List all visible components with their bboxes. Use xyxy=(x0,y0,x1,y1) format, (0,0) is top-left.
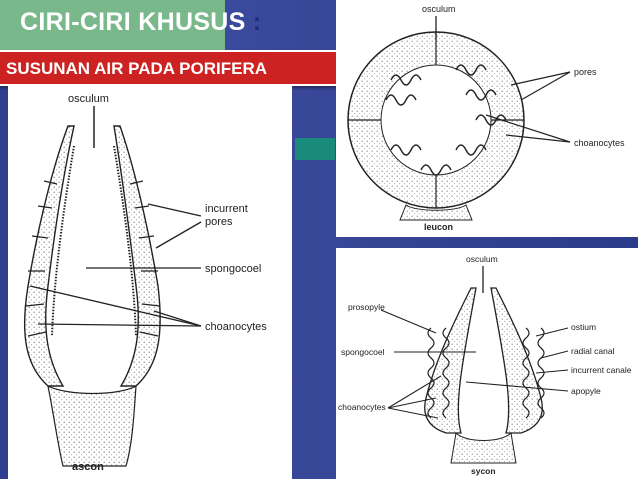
slide-title-colon: : xyxy=(252,8,262,36)
ascon-choanocytes-label: choanocytes xyxy=(205,321,267,333)
sycon-osculum-label: osculum xyxy=(466,254,498,264)
decorative-teal-bar xyxy=(295,138,335,160)
ascon-cell-lines xyxy=(25,180,161,337)
slide-subtitle: SUSUNAN AIR PADA PORIFERA xyxy=(6,59,267,78)
leucon-caption: leucon xyxy=(424,222,453,232)
slide-title: CIRI-CIRI KHUSUS : xyxy=(20,8,262,37)
sycon-ostium-label: ostium xyxy=(571,322,596,332)
leucon-base xyxy=(399,204,473,221)
sycon-radial-canal-label: radial canal xyxy=(571,346,615,356)
sycon-spongocoel-label: spongocoel xyxy=(341,347,385,357)
ascon-left-fringe xyxy=(51,145,75,337)
ascon-right-wall xyxy=(113,125,161,387)
sycon-left-wall xyxy=(424,287,477,434)
sycon-diagram-panel: osculum prosopyle spongocoel choanocytes… xyxy=(336,248,638,479)
ascon-spongocoel-label: spongocoel xyxy=(205,263,261,275)
sycon-radial-canals xyxy=(427,327,545,419)
ascon-base xyxy=(47,384,137,467)
leucon-choanocytes-label: choanocytes xyxy=(574,138,625,148)
leucon-leader-lines xyxy=(485,71,571,143)
ascon-left-wall xyxy=(23,125,75,387)
leucon-inner xyxy=(380,64,492,176)
leucon-osculum-label: osculum xyxy=(422,4,456,14)
sycon-right-wall xyxy=(490,287,543,434)
sycon-prosopyle-label: prosopyle xyxy=(348,302,385,312)
sycon-choanocytes-label: choanocytes xyxy=(338,402,386,412)
header-green-block xyxy=(0,0,225,50)
ascon-leader-lines xyxy=(29,203,202,327)
leucon-choanocyte-chambers xyxy=(385,64,507,176)
sycon-leader-lines xyxy=(380,309,569,419)
ascon-right-fringe xyxy=(113,145,137,337)
leucon-pores-label: pores xyxy=(574,67,597,77)
slide-title-text: CIRI-CIRI KHUSUS xyxy=(20,8,246,36)
leucon-diagram: osculum pores choanocytes leucon xyxy=(347,4,625,232)
ascon-caption: ascon xyxy=(72,461,104,473)
subtitle-banner: SUSUNAN AIR PADA PORIFERA xyxy=(0,50,340,86)
sycon-base xyxy=(450,431,517,464)
leucon-diagram-panel: osculum pores choanocytes leucon xyxy=(336,0,638,237)
ascon-osculum-label: osculum xyxy=(68,93,109,105)
sycon-apopyle-label: apopyle xyxy=(571,386,601,396)
sycon-caption: sycon xyxy=(471,466,496,476)
sycon-diagram: osculum prosopyle spongocoel choanocytes… xyxy=(338,254,632,476)
sycon-incurrent-canal-label: incurrent canale xyxy=(571,365,632,375)
